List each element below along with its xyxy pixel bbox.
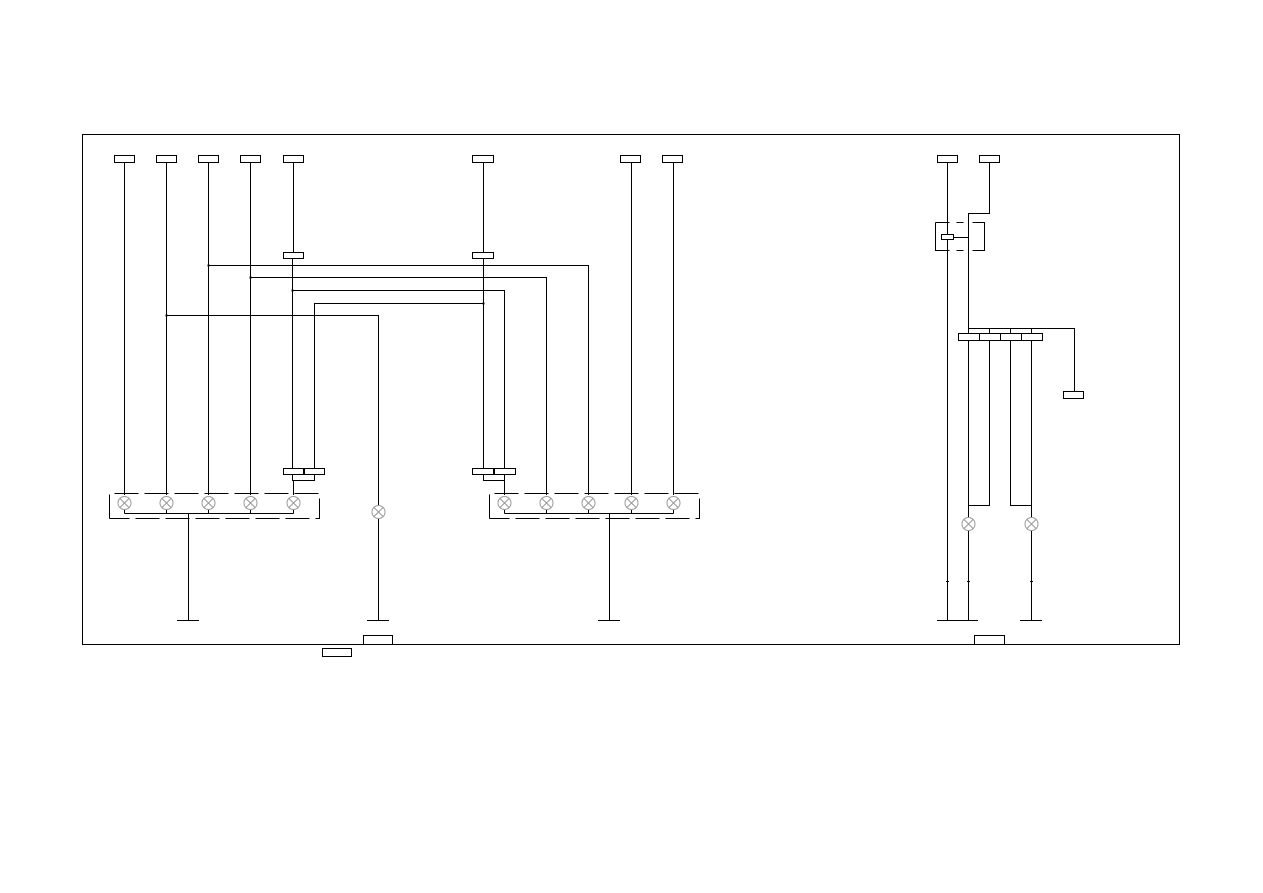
frame-connector[interactable] — [364, 636, 393, 645]
connector-right-single[interactable] — [1064, 392, 1084, 399]
wire — [315, 304, 484, 469]
lamp-icon — [160, 497, 173, 510]
terminal-1[interactable] — [115, 156, 135, 163]
terminal-3[interactable] — [199, 156, 219, 163]
terminal-7[interactable] — [621, 156, 641, 163]
lamp-icon — [372, 506, 385, 519]
terminal-8[interactable] — [663, 156, 683, 163]
lamp-icon — [244, 497, 257, 510]
inline-connector[interactable] — [473, 469, 494, 475]
wire — [484, 475, 505, 481]
inline-connector[interactable] — [284, 469, 304, 475]
lamp-icon — [287, 497, 300, 510]
diagram-frame — [83, 135, 1180, 645]
junctions — [165, 264, 485, 317]
relay-icon[interactable] — [936, 223, 985, 251]
wire — [293, 475, 315, 481]
lamp-icon — [625, 497, 638, 510]
lamp-icon — [498, 497, 511, 510]
terminal-5[interactable] — [284, 156, 304, 163]
lamp-icon — [582, 497, 595, 510]
lamp-icon — [1025, 518, 1038, 531]
lamps — [118, 497, 1038, 531]
wire — [969, 329, 1075, 392]
connector-pin[interactable] — [980, 334, 1001, 341]
terminal-2[interactable] — [157, 156, 177, 163]
external-connector[interactable] — [323, 649, 352, 657]
lamp-icon — [962, 518, 975, 531]
wire — [1011, 341, 1032, 506]
wire — [969, 341, 990, 506]
wire — [167, 316, 379, 507]
terminal-10[interactable] — [980, 156, 1000, 163]
lamp-cluster-middle — [490, 494, 700, 621]
terminal-6[interactable] — [473, 156, 494, 163]
lamp-icon — [202, 497, 215, 510]
terminal-4[interactable] — [241, 156, 261, 163]
connector-pin[interactable] — [959, 334, 980, 341]
lamp-icon — [667, 497, 680, 510]
inline-connector[interactable] — [473, 253, 494, 259]
inline-connector[interactable] — [495, 469, 516, 475]
wire — [251, 278, 547, 496]
connector-row-right — [959, 334, 1043, 341]
wire — [969, 163, 990, 223]
lamp-icon — [118, 497, 131, 510]
terminal-9[interactable] — [938, 156, 958, 163]
inline-connector[interactable] — [284, 253, 304, 259]
inline-connector[interactable] — [305, 469, 325, 475]
connector-pin[interactable] — [1022, 334, 1043, 341]
top-terminals — [115, 156, 1000, 163]
wire — [209, 266, 589, 496]
connector-pin[interactable] — [1001, 334, 1022, 341]
lamp-icon — [540, 497, 553, 510]
tick-marks — [946, 581, 1033, 582]
lamp-cluster-left — [110, 494, 320, 621]
frame-connector[interactable] — [975, 636, 1005, 645]
wire — [293, 291, 505, 469]
